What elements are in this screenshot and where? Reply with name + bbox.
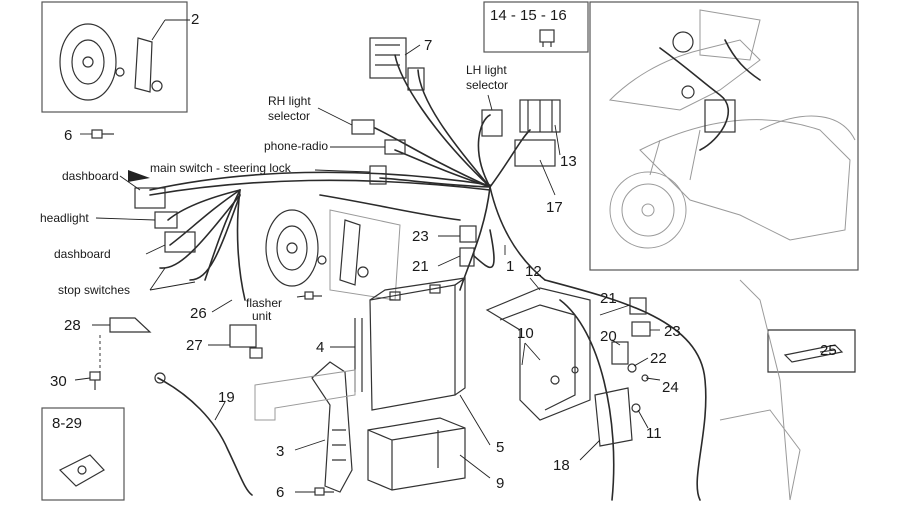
flasher-unit-27 bbox=[229, 324, 257, 348]
headlight-connector bbox=[154, 211, 178, 229]
horn-center bbox=[265, 209, 401, 301]
headlight-icon bbox=[672, 31, 694, 53]
label-24: 24 bbox=[662, 379, 679, 396]
dashboard-bottom-label: dashboard bbox=[54, 247, 111, 261]
label-21-left: 21 bbox=[412, 258, 429, 275]
rh-light-selector-label-2: selector bbox=[268, 109, 310, 123]
label-17: 17 bbox=[546, 199, 563, 216]
rh-light-selector-connector bbox=[351, 119, 375, 135]
label-3: 3 bbox=[276, 443, 284, 460]
label-12: 12 bbox=[525, 263, 542, 280]
headlight-label: headlight bbox=[40, 211, 89, 225]
adhesive-pad-25 bbox=[783, 344, 844, 363]
label-2: 2 bbox=[191, 11, 199, 28]
relay-23-right bbox=[631, 321, 651, 337]
label-28: 28 bbox=[64, 317, 81, 334]
label-26: 26 bbox=[190, 305, 207, 322]
main-switch-connector bbox=[369, 165, 387, 185]
regulator-18 bbox=[594, 387, 633, 447]
label-10: 10 bbox=[517, 325, 534, 342]
fuse-icon bbox=[539, 29, 555, 43]
dashboard-connector-top bbox=[134, 187, 166, 209]
label-6-bottom: 6 bbox=[276, 484, 284, 501]
label-13: 13 bbox=[560, 153, 577, 170]
screw-11 bbox=[631, 403, 641, 413]
label-30: 30 bbox=[50, 373, 67, 390]
relay-23-left bbox=[459, 225, 477, 243]
label-19: 19 bbox=[218, 389, 235, 406]
battery bbox=[369, 276, 466, 411]
dashboard-arrow-icon bbox=[128, 170, 150, 182]
clip-inset: 8-29 bbox=[41, 407, 125, 501]
phone-radio-label: phone-radio bbox=[264, 139, 328, 153]
label-22: 22 bbox=[650, 350, 667, 367]
dashboard-connector-bottom bbox=[164, 231, 196, 253]
lh-light-selector-connector bbox=[481, 109, 503, 137]
label-4: 4 bbox=[316, 339, 324, 356]
relay-block-7 bbox=[369, 37, 407, 79]
label-7: 7 bbox=[424, 37, 432, 54]
bracket-3 bbox=[311, 361, 353, 493]
main-switch-label: main switch - steering lock bbox=[150, 161, 292, 175]
label-6-top: 6 bbox=[64, 127, 72, 144]
relay-21-right bbox=[629, 297, 647, 315]
label-11: 11 bbox=[646, 425, 662, 442]
cap-28 bbox=[109, 317, 152, 333]
bolt-6-top bbox=[80, 129, 114, 139]
ground-cable-19 bbox=[157, 377, 253, 496]
label-1: 1 bbox=[506, 258, 514, 275]
washer-22 bbox=[627, 363, 637, 373]
battery-holder-12 bbox=[485, 287, 591, 421]
fuse-box-17 bbox=[514, 139, 556, 167]
flasher-unit-label-1: flasher bbox=[246, 296, 282, 310]
bolt-6-bottom bbox=[314, 487, 325, 496]
label-25: 25 bbox=[820, 342, 837, 359]
inset-label-8-29: 8-29 bbox=[52, 415, 82, 432]
pad-inset-frame bbox=[767, 329, 856, 373]
leader-lines bbox=[95, 44, 836, 493]
part-labels: 7 13 17 23 21 1 12 10 20 22 24 11 18 21 … bbox=[40, 37, 837, 501]
fuse-inset: 14 - 15 - 16 bbox=[483, 1, 589, 53]
battery-tray bbox=[367, 417, 466, 491]
scooter-inset bbox=[589, 1, 859, 271]
horn-inset bbox=[41, 1, 190, 113]
flasher-unit-label-2: unit bbox=[252, 309, 272, 323]
bracket-20 bbox=[611, 341, 629, 365]
stop-switches-label: stop switches bbox=[58, 283, 130, 297]
label-18: 18 bbox=[553, 457, 570, 474]
bolt-30 bbox=[89, 371, 101, 381]
label-23-left: 23 bbox=[412, 228, 429, 245]
wiring-harness bbox=[149, 54, 707, 501]
bolt-center bbox=[304, 291, 322, 300]
label-23-right: 23 bbox=[664, 323, 681, 340]
inset-label-14-15-16: 14 - 15 - 16 bbox=[490, 7, 567, 24]
label-21-right: 21 bbox=[600, 290, 617, 307]
label-9: 9 bbox=[496, 475, 504, 492]
label-20: 20 bbox=[600, 328, 617, 345]
label-27: 27 bbox=[186, 337, 203, 354]
dashboard-top-label: dashboard bbox=[62, 169, 119, 183]
rh-light-selector-label-1: RH light bbox=[268, 94, 311, 108]
lh-light-selector-label-2: selector bbox=[466, 78, 508, 92]
label-5: 5 bbox=[496, 439, 504, 456]
lh-light-selector-label-1: LH light bbox=[466, 63, 507, 77]
